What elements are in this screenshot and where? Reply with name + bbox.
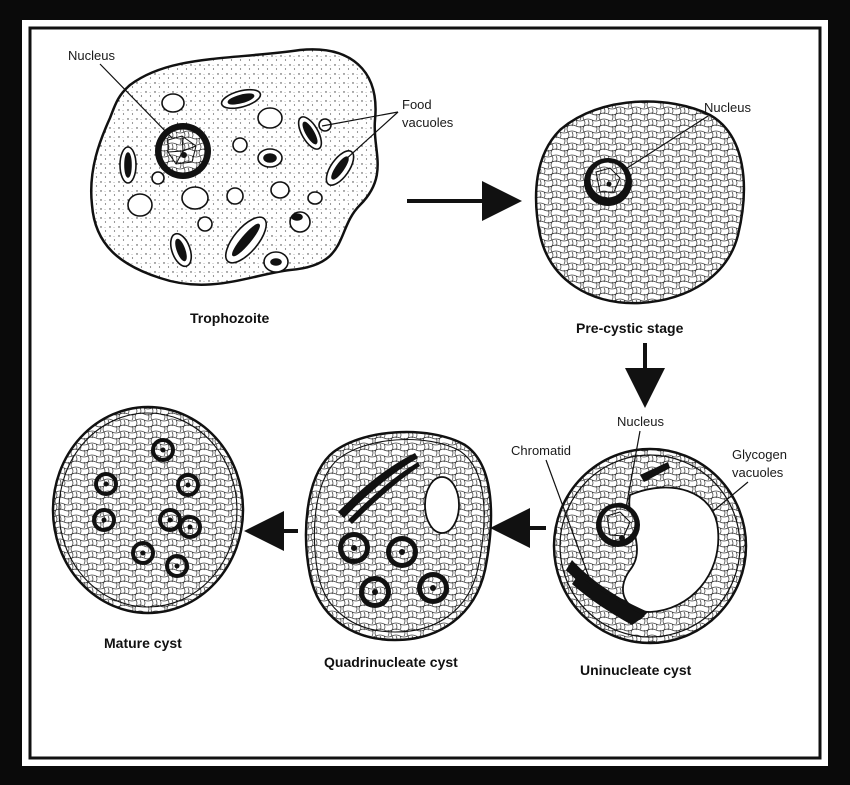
- label-glycogen-2: vacuoles: [732, 465, 784, 480]
- label-trophozoite-nucleus: Nucleus: [68, 48, 115, 63]
- caption-quadrinucleate: Quadrinucleate cyst: [324, 654, 458, 670]
- uninucleate-nucleus: [596, 503, 640, 547]
- caption-uninucleate: Uninucleate cyst: [580, 662, 692, 678]
- quadrinucleate-nuclei: [338, 532, 449, 608]
- trophozoite-nucleus: [155, 123, 211, 179]
- caption-precystic: Pre-cystic stage: [576, 320, 684, 336]
- quadrinucleate-cell: [304, 430, 493, 642]
- mature-cyst-nuclei: [92, 438, 202, 578]
- label-glycogen-1: Glycogen: [732, 447, 787, 462]
- glycogen-vacuole: [622, 486, 720, 613]
- label-uninucleate-nucleus: Nucleus: [617, 414, 664, 429]
- chromatid-bodies: [566, 462, 670, 625]
- uninucleate-cell: [552, 447, 748, 645]
- caption-mature-cyst: Mature cyst: [104, 635, 182, 651]
- label-food-vacuoles-1: Food: [402, 97, 432, 112]
- label-precystic-nucleus: Nucleus: [704, 100, 751, 115]
- trophozoite-cell: [90, 48, 379, 286]
- label-food-vacuoles-2: vacuoles: [402, 115, 454, 130]
- precystic-cell: [534, 100, 746, 305]
- label-chromatid: Chromatid: [511, 443, 571, 458]
- mature-cyst-cell: [51, 405, 245, 615]
- caption-trophozoite: Trophozoite: [190, 310, 270, 326]
- precystic-nucleus: [584, 158, 632, 206]
